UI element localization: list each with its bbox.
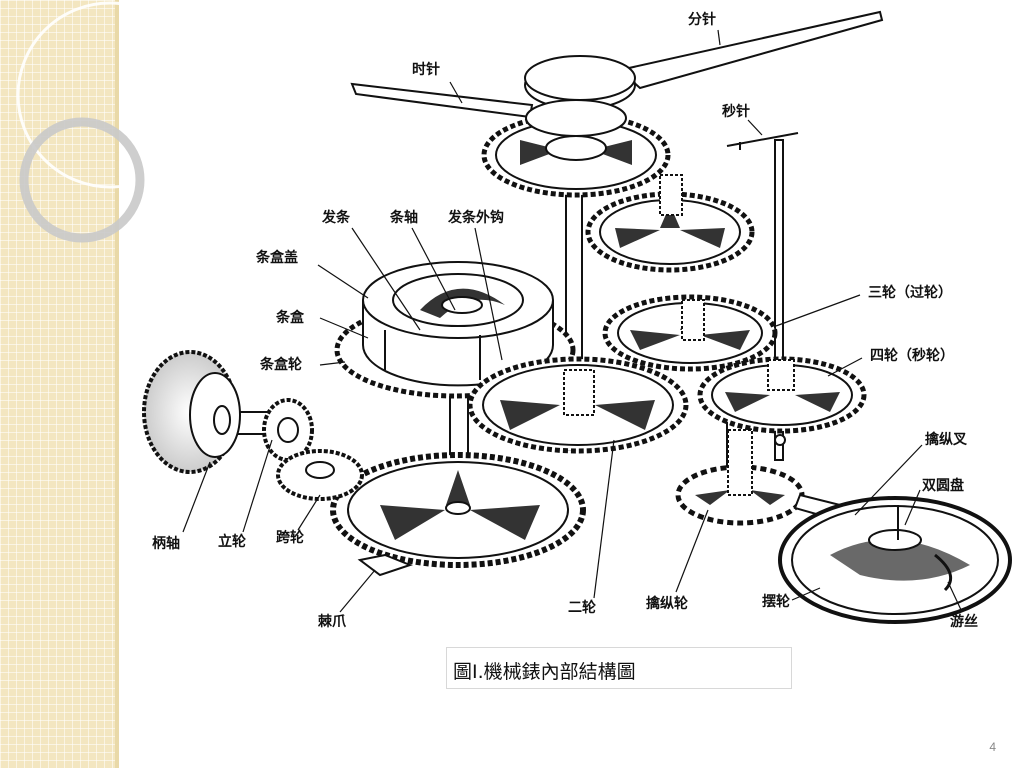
second-hand	[726, 132, 799, 147]
label-intermediate-wheel: 跨轮	[276, 530, 304, 546]
label-hour-hand: 时针	[412, 62, 440, 78]
label-mainspring: 发条	[322, 210, 350, 226]
minute-hand	[617, 10, 884, 90]
balance-wheel	[778, 496, 1012, 624]
leader-lines	[182, 29, 963, 613]
second-wheel	[467, 356, 689, 454]
hour-hand	[350, 82, 534, 119]
intermediate-wheel	[276, 449, 364, 501]
label-barrel: 条盒	[276, 310, 304, 326]
label-pallet-fork: 擒纵叉	[925, 432, 967, 448]
fourth-wheel	[697, 356, 867, 446]
click-pawl	[357, 553, 413, 577]
label-second-hand: 秒针	[722, 104, 750, 120]
caption-box: 圖Ⅰ.機械錶內部結構圖	[446, 647, 792, 689]
label-second-wheel: 二轮	[568, 600, 596, 616]
label-third-wheel: 三轮（过轮）	[868, 285, 952, 301]
minute-wheel	[585, 174, 755, 273]
ratchet-wheel	[330, 452, 586, 577]
third-wheel	[602, 294, 778, 372]
label-winding-stem: 柄轴	[152, 536, 180, 552]
sidebar-edge	[115, 0, 119, 768]
hands	[350, 10, 884, 150]
label-click: 棘爪	[318, 614, 346, 630]
hour-wheel	[481, 99, 671, 198]
crown-wheel	[262, 398, 314, 462]
page-number: 4	[989, 740, 996, 754]
label-barrel-cover: 条盒盖	[256, 250, 298, 266]
decorative-rings	[16, 1, 204, 243]
label-balance-wheel: 摆轮	[762, 594, 790, 610]
label-escape-wheel: 擒纵轮	[646, 596, 688, 612]
escape-wheel	[675, 429, 805, 526]
label-double-roller: 双圆盘	[922, 478, 964, 494]
label-spring-hook: 发条外钩	[448, 210, 504, 226]
label-minute-hand: 分针	[688, 12, 716, 28]
label-fourth-wheel: 四轮（秒轮）	[870, 348, 954, 364]
label-hairspring: 游丝	[950, 614, 978, 630]
label-barrel-wheel: 条盒轮	[260, 357, 302, 373]
label-arbor: 条轴	[390, 210, 418, 226]
label-crown-wheel: 立轮	[218, 534, 246, 550]
figure-caption: 圖Ⅰ.機械錶內部結構圖	[453, 661, 636, 683]
